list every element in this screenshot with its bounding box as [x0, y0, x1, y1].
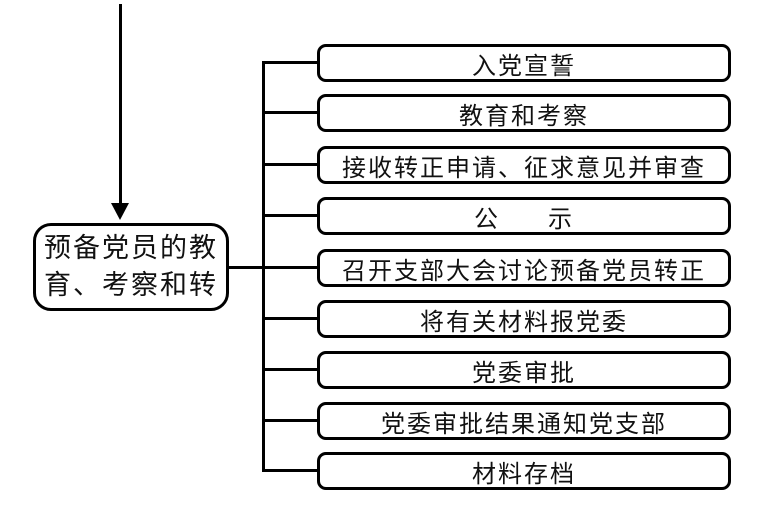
step-node-archive: 材料存档: [317, 452, 731, 490]
step-node-receive-application: 接收转正申请、征求意见并审查: [317, 146, 731, 184]
step-node-branch-meeting: 召开支部大会讨论预备党员转正: [317, 249, 731, 287]
step-node-label: 党委审批: [472, 360, 576, 387]
stub-line-3: [263, 163, 317, 166]
step-node-publicity: 公 示: [317, 197, 731, 235]
stub-line-1: [263, 61, 317, 64]
root-connector-line: [227, 266, 263, 269]
step-node-label: 材料存档: [472, 461, 576, 488]
step-node-label: 将有关材料报党委: [420, 309, 628, 336]
step-node-report-materials: 将有关材料报党委: [317, 300, 731, 338]
step-node-label: 党委审批结果通知党支部: [381, 411, 667, 438]
root-node-label-line2: 育、考察和转: [44, 270, 218, 300]
stub-line-6: [263, 317, 317, 320]
stub-line-7: [263, 368, 317, 371]
stub-line-4: [263, 214, 317, 217]
step-node-label: 入党宣誓: [472, 53, 576, 80]
down-arrow-head-icon: [111, 203, 129, 220]
step-node-oath: 入党宣誓: [317, 44, 731, 82]
stub-line-9: [263, 469, 317, 472]
step-node-label: 召开支部大会讨论预备党员转正: [342, 258, 706, 285]
step-node-label: 公 示: [474, 206, 574, 233]
step-node-committee-approval: 党委审批: [317, 351, 731, 389]
stub-line-2: [263, 111, 317, 114]
stub-line-8: [263, 419, 317, 422]
stub-line-5: [263, 266, 317, 269]
step-node-label: 教育和考察: [459, 103, 589, 130]
root-node: 预备党员的教 育、考察和转: [33, 223, 229, 311]
step-node-notify-branch: 党委审批结果通知党支部: [317, 402, 731, 440]
step-node-label: 接收转正申请、征求意见并审查: [342, 155, 706, 182]
step-node-education-inspection: 教育和考察: [317, 94, 731, 132]
down-arrow-line: [119, 4, 122, 205]
root-node-label-line1: 预备党员的教: [44, 233, 218, 263]
